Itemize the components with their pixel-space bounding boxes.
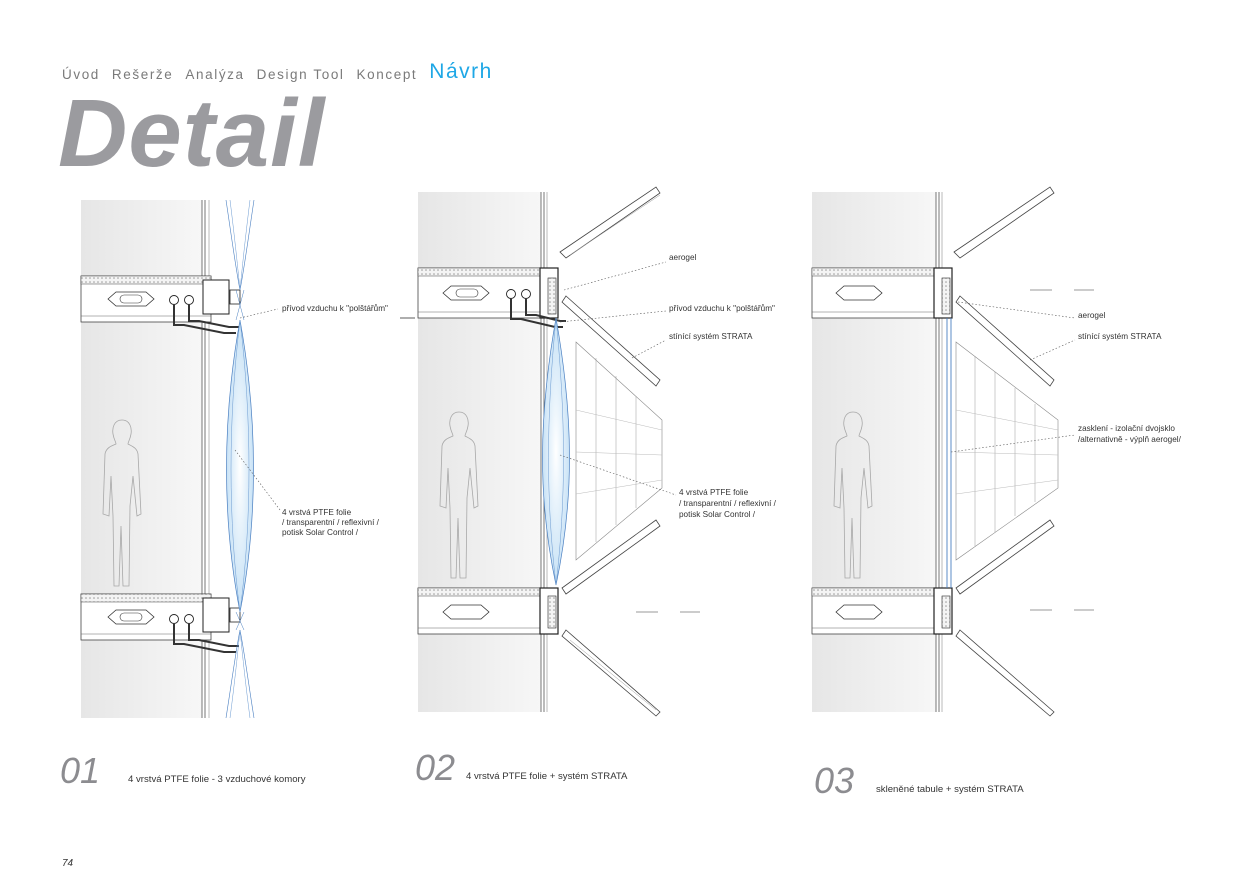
ptfe-foil-cushion	[225, 199, 255, 719]
nav-item-analyza[interactable]: Analýza	[185, 67, 245, 82]
label-aerogel-3: aerogel	[1078, 311, 1105, 320]
panel-caption-01: 4 vrstvá PTFE folie - 3 vzduchové komory	[128, 774, 306, 785]
floor-slab-top-3	[811, 267, 953, 319]
floor-slab-top-2	[417, 267, 566, 328]
person-silhouette-3	[833, 411, 873, 579]
page-number: 74	[62, 858, 74, 869]
floor-slab-bottom-2	[417, 587, 559, 635]
panel-2-drawing: aerogel přívod vzduchu k "polštářům" stí…	[417, 186, 777, 717]
label-aerogel-2: aerogel	[669, 253, 696, 262]
nav-item-navrh-active[interactable]: Návrh	[429, 60, 493, 83]
label-foil-line1-2: 4 vrstvá PTFE folie	[679, 488, 749, 497]
panel-number-01: 01	[60, 750, 101, 791]
label-strata-2: stínící systém STRATA	[669, 332, 753, 341]
page-title: Detail	[58, 80, 326, 187]
label-strata-3: stínící systém STRATA	[1078, 332, 1162, 341]
double-glazing	[946, 318, 952, 588]
panel-caption-02: 4 vrstvá PTFE folie + systém STRATA	[466, 771, 628, 782]
label-foil-line3-1: potisk Solar Control /	[282, 528, 359, 537]
label-air-supply-2: přívod vzduchu k "polštářům"	[669, 303, 775, 313]
strata-shading-system-3	[953, 186, 1059, 717]
label-foil-line1-1: 4 vrstvá PTFE folie	[282, 508, 352, 517]
label-foil-line2-2: / transparentní / reflexivní /	[679, 499, 777, 508]
nav-item-uvod[interactable]: Úvod	[62, 67, 100, 82]
panel-1-drawing: přívod vzduchu k "polštářům" 4 vrstvá PT…	[80, 199, 388, 719]
top-navigation: Úvod Rešerže Analýza Design Tool Koncept…	[62, 56, 493, 84]
panel-caption-03: skleněné tabule + systém STRATA	[876, 784, 1024, 795]
label-glazing-line1-3: zasklení - izolační dvojsklo	[1078, 424, 1175, 433]
floor-slab-bottom-3	[811, 587, 953, 635]
person-silhouette-2	[439, 411, 479, 579]
nav-item-reserze[interactable]: Rešerže	[111, 67, 174, 82]
label-foil-line3-2: potisk Solar Control /	[679, 510, 756, 519]
floor-slab-top	[80, 275, 241, 334]
floor-slab-bottom	[80, 593, 241, 653]
ptfe-foil-cushion-2	[542, 317, 570, 586]
label-air-supply-1: přívod vzduchu k "polštářům"	[282, 303, 388, 313]
panel-3-drawing: aerogel stínící systém STRATA zasklení -…	[811, 186, 1182, 717]
strata-shading-system-2	[559, 186, 663, 717]
nav-item-koncept[interactable]: Koncept	[356, 67, 418, 82]
label-glazing-line2-3: /alternativně - výplň aerogel/	[1078, 435, 1182, 444]
person-silhouette-1	[102, 419, 142, 587]
label-foil-line2-1: / transparentní / reflexivní /	[282, 518, 380, 527]
nav-item-design-tool[interactable]: Design Tool	[256, 67, 345, 82]
panel-number-03: 03	[814, 760, 855, 801]
panel-number-02: 02	[415, 747, 456, 788]
